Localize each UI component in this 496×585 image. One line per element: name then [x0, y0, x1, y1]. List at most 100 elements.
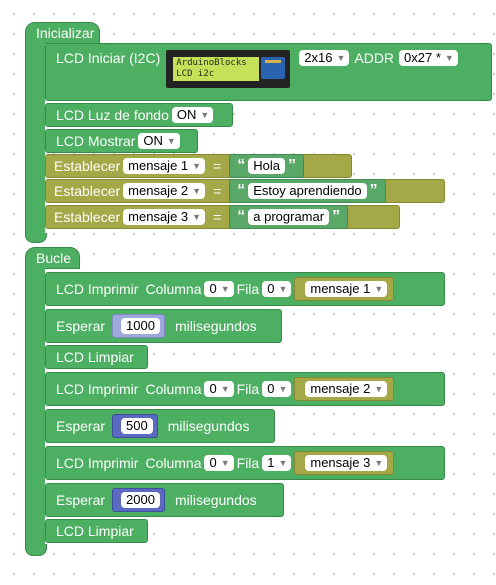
set-variable-block-2[interactable]: Establecer mensaje 2▼ = “ Estoy aprendie… — [45, 179, 445, 203]
wait-block-3[interactable]: Esperar 2000 milisegundos — [45, 483, 284, 517]
lcd-image-text-1: ArduinoBlocks — [176, 58, 247, 68]
row-value: 0 — [267, 281, 275, 296]
wait-label: Esperar — [56, 418, 106, 434]
dropdown-arrow-icon: ▼ — [278, 284, 288, 294]
inicializar-label: Inicializar — [36, 25, 95, 41]
lcd-print-block-1[interactable]: LCD Imprimir Columna 0▼ Fila 0▼ mensaje … — [45, 272, 445, 306]
column-label: Columna — [145, 281, 202, 297]
display-block[interactable]: LCD Mostrar ON▼ — [45, 129, 198, 153]
variable-dropdown-1[interactable]: mensaje 1▼ — [123, 158, 206, 174]
number-block-2[interactable]: 500 — [112, 414, 158, 438]
text-field-2[interactable]: Estoy aprendiendo — [248, 183, 367, 199]
quote-close-icon: ” — [288, 157, 296, 174]
dropdown-arrow-icon: ▼ — [166, 136, 176, 146]
wait-block-2[interactable]: Esperar 500 milisegundos — [45, 409, 275, 443]
variable-name: mensaje 3 — [310, 455, 371, 470]
variable-get-block-2[interactable]: mensaje 2▼ — [294, 377, 395, 401]
dropdown-arrow-icon: ▼ — [192, 212, 202, 222]
backlight-value: ON — [176, 107, 197, 122]
row-dropdown-1[interactable]: 0▼ — [262, 281, 292, 297]
lcd-print-block-3[interactable]: LCD Imprimir Columna 0▼ Fila 1▼ mensaje … — [45, 446, 445, 480]
variable-name: mensaje 1 — [128, 158, 189, 173]
wait-value-3[interactable]: 2000 — [121, 492, 160, 508]
lcd-init-label: LCD Iniciar (I2C) — [56, 50, 161, 66]
row-dropdown-2[interactable]: 0▼ — [262, 381, 292, 397]
variable-get-block-1[interactable]: mensaje 1▼ — [294, 277, 395, 301]
lcd-size-dropdown[interactable]: 2x16▼ — [299, 50, 350, 66]
set-label: Establecer — [54, 158, 121, 174]
variable-dropdown-3[interactable]: mensaje 3▼ — [123, 209, 206, 225]
text-block-3[interactable]: “ a programar ” — [229, 205, 349, 229]
addr-dropdown[interactable]: 0x27 *▼ — [399, 50, 458, 66]
column-label: Columna — [145, 381, 202, 397]
row-label: Fila — [236, 455, 260, 471]
column-value: 0 — [209, 455, 217, 470]
wait-value-1[interactable]: 1000 — [121, 318, 160, 334]
set-variable-block-1[interactable]: Establecer mensaje 1▼ = “ Hola ” — [45, 154, 352, 178]
dropdown-arrow-icon: ▼ — [374, 284, 384, 294]
dropdown-arrow-icon: ▼ — [374, 384, 384, 394]
variable-dropdown[interactable]: mensaje 2▼ — [305, 381, 388, 397]
row-value: 0 — [267, 381, 275, 396]
lcd-clear-block-2[interactable]: LCD Limpiar — [45, 519, 148, 543]
wait-value-2[interactable]: 500 — [121, 418, 153, 434]
bucle-hat[interactable]: Bucle — [25, 247, 80, 269]
quote-open-icon: “ — [237, 208, 246, 225]
row-value: 1 — [267, 455, 275, 470]
inicializar-hat[interactable]: Inicializar — [25, 22, 100, 44]
row-dropdown-3[interactable]: 1▼ — [262, 455, 292, 471]
variable-dropdown[interactable]: mensaje 1▼ — [305, 281, 388, 297]
dropdown-arrow-icon: ▼ — [192, 161, 202, 171]
variable-dropdown[interactable]: mensaje 3▼ — [305, 455, 388, 471]
wait-label: Esperar — [56, 492, 106, 508]
variable-get-block-3[interactable]: mensaje 3▼ — [294, 451, 395, 475]
bucle-c-bar — [25, 268, 45, 546]
addr-label: ADDR — [354, 50, 395, 66]
quote-open-icon: “ — [237, 157, 246, 174]
equals-sign: = — [213, 183, 222, 199]
addr-value: 0x27 * — [404, 50, 441, 65]
variable-dropdown-2[interactable]: mensaje 2▼ — [123, 183, 206, 199]
set-variable-block-3[interactable]: Establecer mensaje 3▼ = “ a programar ” — [45, 205, 400, 229]
print-label: LCD Imprimir — [56, 381, 139, 397]
lcd-clear-block-1[interactable]: LCD Limpiar — [45, 345, 148, 369]
dropdown-arrow-icon: ▼ — [444, 53, 454, 63]
column-dropdown-1[interactable]: 0▼ — [204, 281, 234, 297]
lcd-init-block[interactable]: LCD Iniciar (I2C) ArduinoBlocks LCD i2c … — [45, 43, 492, 101]
clear-label: LCD Limpiar — [56, 349, 134, 365]
wait-block-1[interactable]: Esperar 1000 milisegundos — [45, 309, 282, 343]
backlight-dropdown[interactable]: ON▼ — [171, 107, 214, 123]
quote-open-icon: “ — [237, 182, 246, 199]
variable-name: mensaje 3 — [128, 209, 189, 224]
lcd-image-text-2: LCD i2c — [176, 69, 215, 79]
dropdown-arrow-icon: ▼ — [374, 458, 384, 468]
display-dropdown[interactable]: ON▼ — [138, 133, 180, 149]
equals-sign: = — [213, 158, 222, 174]
inicializar-c-bar — [25, 43, 45, 235]
dropdown-arrow-icon: ▼ — [278, 384, 288, 394]
backlight-block[interactable]: LCD Luz de fondo ON▼ — [45, 103, 233, 127]
lcd-i2c-image: ArduinoBlocks LCD i2c — [166, 50, 291, 88]
text-field-3[interactable]: a programar — [248, 209, 330, 225]
dropdown-arrow-icon: ▼ — [278, 458, 288, 468]
text-block-1[interactable]: “ Hola ” — [229, 154, 304, 178]
text-field-1[interactable]: Hola — [248, 158, 285, 174]
column-dropdown-3[interactable]: 0▼ — [204, 455, 234, 471]
print-label: LCD Imprimir — [56, 281, 139, 297]
dropdown-arrow-icon: ▼ — [336, 53, 346, 63]
display-value: ON — [143, 133, 163, 148]
number-block-3[interactable]: 2000 — [112, 488, 165, 512]
lcd-print-block-2[interactable]: LCD Imprimir Columna 0▼ Fila 0▼ mensaje … — [45, 372, 445, 406]
text-block-2[interactable]: “ Estoy aprendiendo ” — [229, 179, 386, 203]
column-dropdown-2[interactable]: 0▼ — [204, 381, 234, 397]
backlight-label: LCD Luz de fondo — [56, 107, 169, 123]
wait-label: Esperar — [56, 318, 106, 334]
variable-name: mensaje 1 — [310, 281, 371, 296]
print-label: LCD Imprimir — [56, 455, 139, 471]
lcd-screen-image: ArduinoBlocks LCD i2c — [173, 57, 260, 81]
ms-label: milisegundos — [174, 492, 257, 508]
ms-label: milisegundos — [167, 418, 250, 434]
display-label: LCD Mostrar — [56, 133, 136, 149]
number-block-1[interactable]: 1000 — [112, 314, 165, 338]
dropdown-arrow-icon: ▼ — [220, 458, 230, 468]
